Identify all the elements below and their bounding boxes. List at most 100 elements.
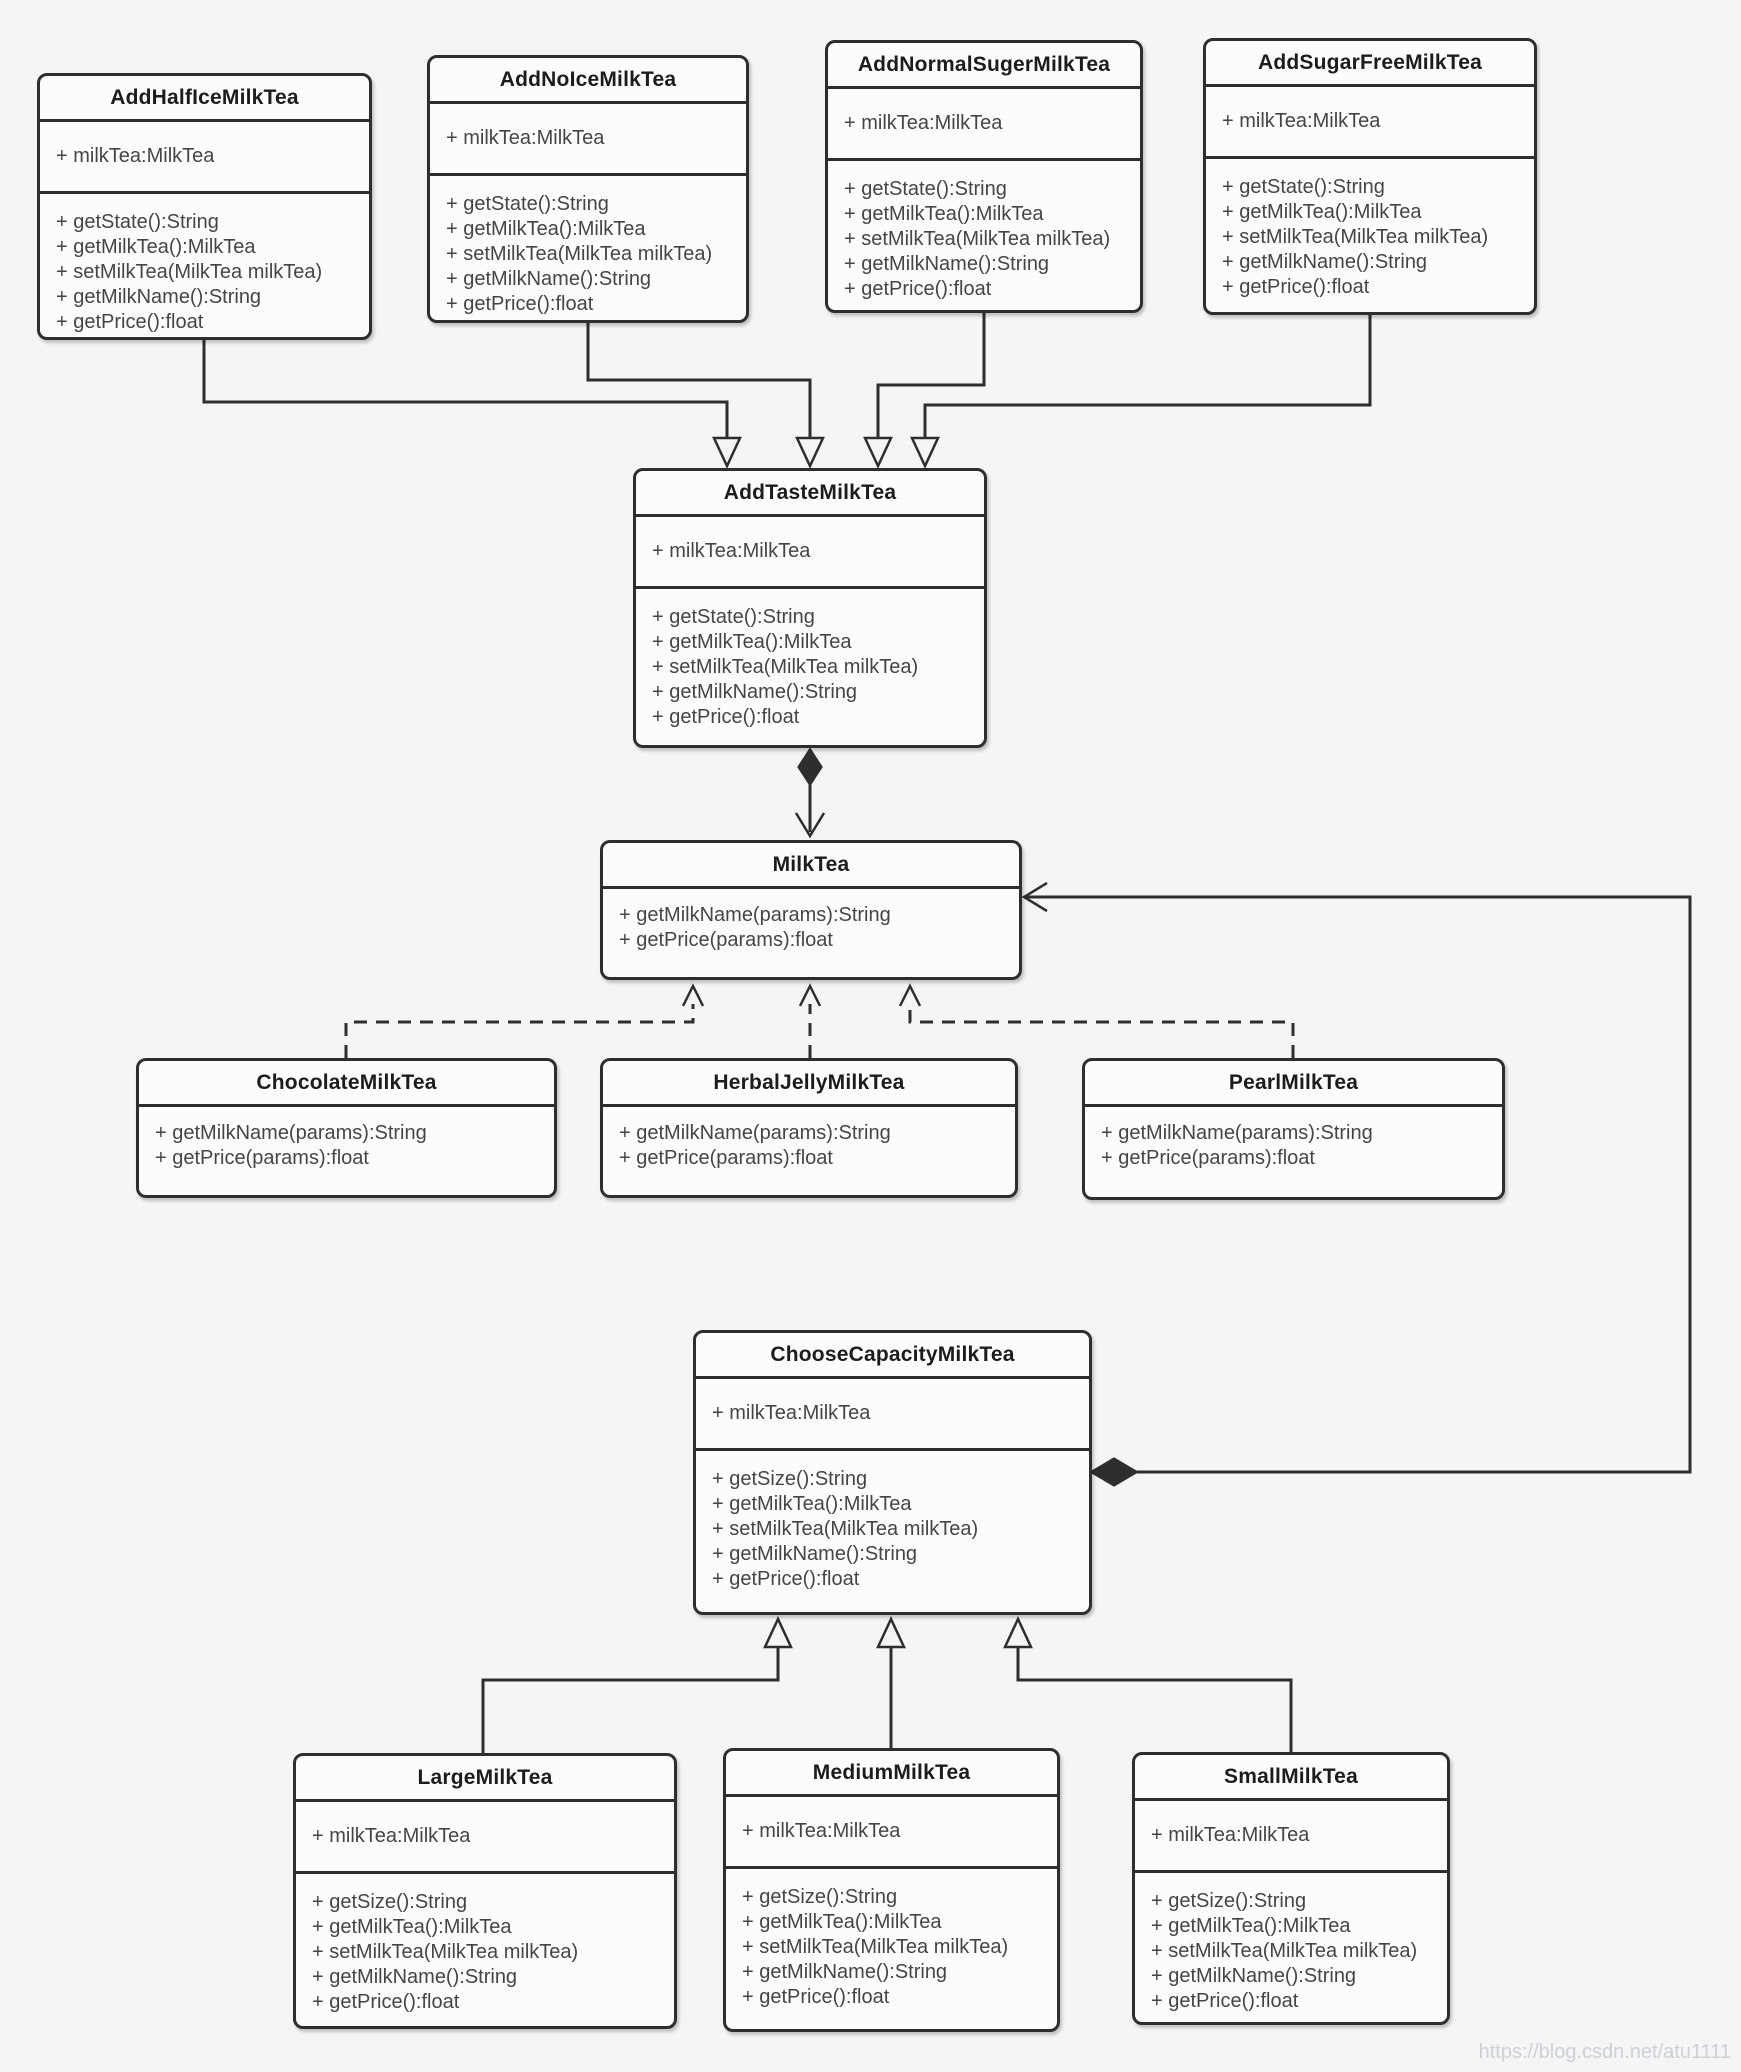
class-methods: + getMilkName(params):String + getPrice(p… — [603, 1107, 1015, 1195]
member-line: + getPrice():float — [446, 293, 594, 315]
class-methods: + getState():String + getMilkTea():MilkTe… — [1206, 159, 1534, 312]
class-title: SmallMilkTea — [1135, 1755, 1447, 1801]
member-line: + getPrice():float — [312, 1991, 460, 2013]
member-line: + setMilkTea(MilkTea milkTea) — [712, 1518, 979, 1540]
member-line: + getState():String — [1222, 176, 1385, 198]
member-line: + getMilkTea():MilkTea — [1151, 1915, 1351, 1937]
member-line: + getPrice(params):float — [619, 1147, 833, 1169]
class-title: AddSugarFreeMilkTea — [1206, 41, 1534, 87]
member-line: + getMilkName(params):String — [155, 1122, 427, 1144]
member-line: + getPrice():float — [56, 311, 204, 333]
member-line: + getMilkName(params):String — [1101, 1122, 1373, 1144]
member-line: + getMilkTea():MilkTea — [1222, 201, 1422, 223]
class-title: PearlMilkTea — [1085, 1061, 1502, 1107]
composition-addtaste-to-milktea — [794, 747, 826, 839]
filled-diamond — [797, 747, 823, 787]
member-line: + milkTea:MilkTea — [712, 1402, 871, 1424]
class-largemilktea: LargeMilkTea + milkTea:MilkTea + getSize… — [293, 1753, 677, 2029]
member-line: + milkTea:MilkTea — [312, 1825, 471, 1847]
member-line: + setMilkTea(MilkTea milkTea) — [1222, 226, 1489, 248]
class-methods: + getMilkName(params):String + getPrice(p… — [1085, 1107, 1502, 1197]
class-title: HerbalJellyMilkTea — [603, 1061, 1015, 1107]
hollow-triangle-arrowhead — [1003, 1616, 1033, 1649]
member-line: + getSize():String — [712, 1468, 868, 1490]
class-methods: + getMilkName(params):String+ getPrice(p… — [603, 889, 1019, 977]
class-methods: + getSize():String+ getMilkTea():MilkTea… — [296, 1874, 674, 2026]
member-line: + milkTea:MilkTea — [56, 145, 215, 167]
member-line: + setMilkTea(MilkTea milkTea) — [446, 243, 713, 265]
class-addtastemilktea: AddTasteMilkTea + milkTea:MilkTea + getS… — [633, 468, 987, 748]
class-methods: + getState():String+ getMilkTea():MilkTe… — [40, 194, 369, 337]
member-line: + getMilkName():String — [652, 681, 858, 703]
member-line: + milkTea:MilkTea — [652, 540, 811, 562]
class-addhalficemilktea: AddHalfIceMilkTea + milkTea:MilkTea + ge… — [37, 73, 372, 340]
class-title: AddNoIceMilkTea — [430, 58, 746, 104]
member-line: + getSize():String — [312, 1891, 468, 1913]
composition-choosecapacity-to-milktea — [1021, 881, 1692, 1487]
member-line: + setMilkTea(MilkTea milkTea) — [312, 1941, 579, 1963]
member-line: + setMilkTea(MilkTea milkTea) — [844, 228, 1111, 250]
member-line: + setMilkTea(MilkTea milkTea) — [56, 261, 323, 283]
class-methods: + getState():String+ getMilkTea():MilkTe… — [430, 176, 746, 320]
open-arrowhead — [681, 983, 705, 1007]
realization-pearl-to-milktea — [898, 983, 1295, 1058]
generalization-medium-to-choosecapacity — [876, 1616, 906, 1748]
member-line: + getPrice():float — [742, 1986, 890, 2008]
generalization-addnoice-to-addtaste — [586, 322, 825, 469]
filled-diamond — [1089, 1457, 1139, 1487]
hollow-triangle-arrowhead — [910, 436, 940, 469]
member-line: + getMilkTea():MilkTea — [844, 203, 1044, 225]
member-line: + getMilkTea():MilkTea — [446, 218, 646, 240]
member-line: + getMilkName(params):String — [619, 1122, 891, 1144]
member-line: + milkTea:MilkTea — [1222, 110, 1381, 132]
class-title: ChocolateMilkTea — [139, 1061, 554, 1107]
class-choosecapacitymilktea: ChooseCapacityMilkTea + milkTea:MilkTea … — [693, 1330, 1092, 1615]
generalization-addsugarfree-to-addtaste — [910, 315, 1372, 469]
class-attributes: + milkTea:MilkTea — [1206, 87, 1534, 159]
generalization-addhalfice-to-addtaste — [202, 340, 742, 469]
open-arrowhead — [794, 812, 826, 839]
member-line: + milkTea:MilkTea — [446, 127, 605, 149]
class-methods: + getMilkName(params):String + getPrice(p… — [139, 1107, 554, 1195]
class-title: MilkTea — [603, 843, 1019, 889]
class-addnoicemilktea: AddNoIceMilkTea + milkTea:MilkTea + getS… — [427, 55, 749, 323]
class-addsugarfreemilktea: AddSugarFreeMilkTea + milkTea:MilkTea + … — [1203, 38, 1537, 315]
member-line: + getPrice(params):float — [1101, 1147, 1315, 1169]
member-line: + getMilkName():String — [1151, 1965, 1357, 1987]
class-addnormalsugermilktea: AddNormalSugerMilkTea + milkTea:MilkTea … — [825, 40, 1143, 313]
hollow-triangle-arrowhead — [712, 436, 742, 469]
class-milktea: MilkTea + getMilkName(params):String+ ge… — [600, 840, 1022, 980]
member-line: + getState():String — [652, 606, 815, 628]
member-line: + getMilkTea():MilkTea — [56, 236, 256, 258]
member-line: + setMilkTea(MilkTea milkTea) — [742, 1936, 1009, 1958]
member-line: + getPrice():float — [844, 278, 992, 300]
hollow-triangle-arrowhead — [795, 436, 825, 469]
class-methods: + getSize():String+ getMilkTea():MilkTea… — [1135, 1873, 1447, 2022]
member-line: + getState():String — [844, 178, 1007, 200]
class-attributes: + milkTea:MilkTea — [430, 104, 746, 176]
member-line: + getPrice():float — [712, 1568, 860, 1590]
class-mediummilktea: MediumMilkTea + milkTea:MilkTea + getSiz… — [723, 1748, 1060, 2032]
class-pearlmilktea: PearlMilkTea + getMilkName(params):Strin… — [1082, 1058, 1505, 1200]
member-line: + getSize():String — [742, 1886, 898, 1908]
member-line: + getMilkTea():MilkTea — [712, 1493, 912, 1515]
generalization-addnormalsuger-to-addtaste — [863, 313, 986, 469]
class-methods: + getState():String + getMilkTea():MilkTe… — [828, 161, 1140, 310]
class-title: MediumMilkTea — [726, 1751, 1057, 1797]
class-title: LargeMilkTea — [296, 1756, 674, 1802]
class-smallmilktea: SmallMilkTea + milkTea:MilkTea + getSize… — [1132, 1752, 1450, 2025]
member-line: + getPrice():float — [652, 706, 800, 728]
class-title: ChooseCapacityMilkTea — [696, 1333, 1089, 1379]
member-line: + getPrice(params):float — [619, 929, 833, 951]
class-attributes: + milkTea:MilkTea — [1135, 1801, 1447, 1873]
generalization-large-to-choosecapacity — [481, 1616, 793, 1753]
class-attributes: + milkTea:MilkTea — [726, 1797, 1057, 1869]
generalization-small-to-choosecapacity — [1003, 1616, 1293, 1752]
class-attributes: + milkTea:MilkTea — [828, 89, 1140, 161]
class-attributes: + milkTea:MilkTea — [696, 1379, 1089, 1451]
class-attributes: + milkTea:MilkTea — [296, 1802, 674, 1874]
member-line: + setMilkTea(MilkTea milkTea) — [1151, 1940, 1418, 1962]
member-line: + getPrice(params):float — [155, 1147, 369, 1169]
member-line: + milkTea:MilkTea — [1151, 1824, 1310, 1846]
